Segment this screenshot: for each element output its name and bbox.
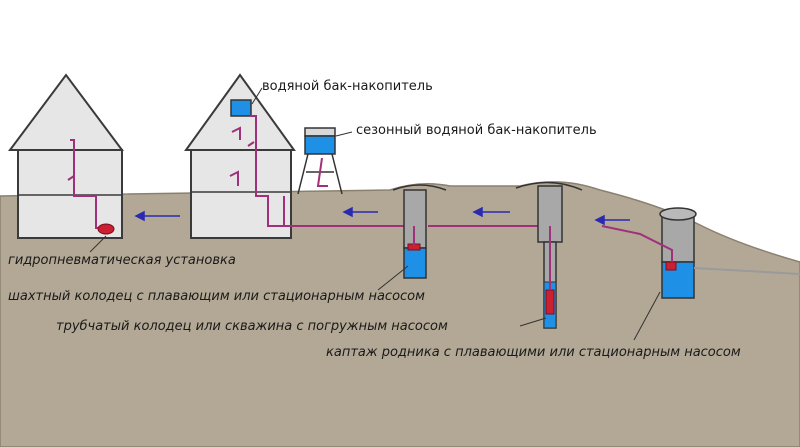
seasonal-tank [304, 135, 336, 155]
spring-capture-pipe [601, 225, 673, 262]
shaft-well [392, 184, 447, 279]
house-middle-body [190, 149, 292, 239]
ground [0, 181, 800, 447]
house-middle [184, 73, 296, 239]
spring-capture-casing [661, 213, 695, 263]
submersible-pump [545, 289, 555, 315]
leader-lines [89, 87, 661, 341]
house-middle-pipe [250, 115, 288, 227]
house-left-body [17, 149, 123, 239]
flow-arrows [134, 206, 630, 226]
tube-well [515, 181, 583, 329]
seasonal-tank-tower [297, 127, 343, 195]
seasonal-tank-lid [304, 127, 336, 137]
spring-capture [601, 207, 800, 299]
label-hydro-unit: гидропневматическая установка [8, 253, 236, 268]
hydro-pump [97, 223, 115, 235]
label-seasonal-tank: сезонный водяной бак-накопитель [356, 123, 597, 138]
seasonal-tank-pipe [316, 157, 328, 187]
label-shaft-well: шахтный колодец с плавающим или стациона… [8, 289, 425, 304]
label-water-tank: водяной бак-накопитель [262, 79, 433, 94]
house-left-roof [8, 73, 124, 151]
label-spring-capture: каптаж родника с плавающими или стациона… [326, 345, 741, 360]
label-tube-well: трубчатый колодец или скважина с погружн… [56, 319, 448, 334]
spring-capture-pump [665, 261, 677, 271]
shaft-well-water [403, 247, 427, 279]
attic-water-tank [230, 99, 252, 117]
house-left [8, 73, 124, 239]
